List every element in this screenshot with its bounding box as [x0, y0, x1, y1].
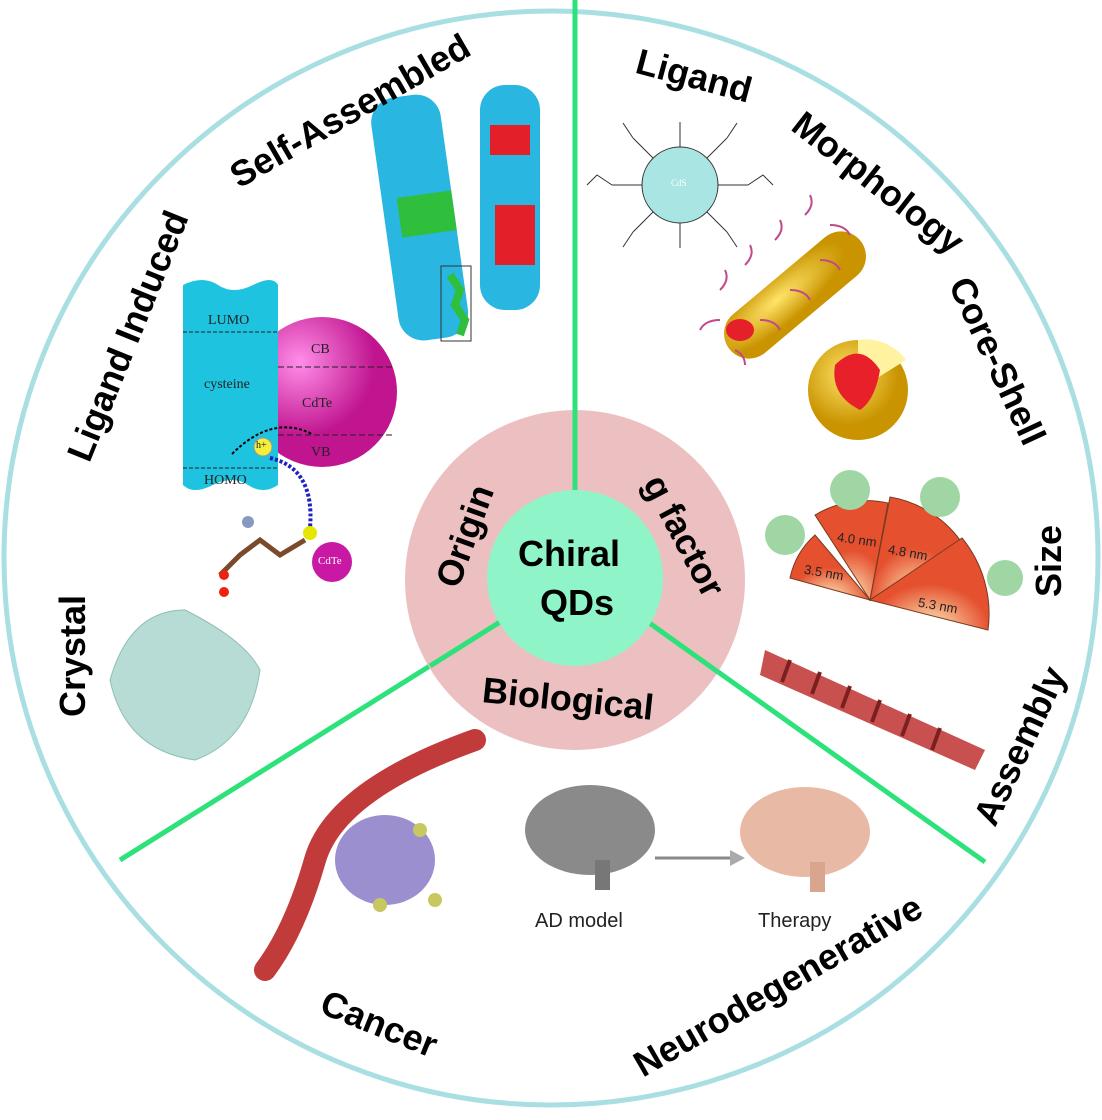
- hole-label: h+: [256, 440, 267, 451]
- helix-assembly-illustration: [760, 650, 985, 770]
- center-circle: [487, 490, 663, 666]
- ad-model-label: AD model: [535, 910, 623, 932]
- size-fan-illustration: [765, 470, 1023, 631]
- band-cdte: CdTe: [302, 396, 333, 411]
- brain-illustrations: [525, 785, 870, 892]
- label-size: Size: [1028, 524, 1070, 598]
- center-title-line1: Chiral: [518, 533, 621, 574]
- band-diagram-illustration: [183, 280, 397, 597]
- nanorod-illustration: [699, 194, 866, 366]
- core-shell-illustration: [808, 339, 908, 440]
- band-cysteine: cysteine: [204, 377, 250, 392]
- tumor-vessel-illustration: [254, 729, 486, 981]
- band-lumo: LUMO: [208, 313, 250, 328]
- label-crystal: Crystal: [52, 594, 94, 718]
- therapy-label: Therapy: [758, 910, 832, 932]
- band-homo: HOMO: [204, 473, 247, 488]
- crystal-illustration: [109, 609, 261, 761]
- core-label: CdS: [671, 178, 687, 188]
- band-cb: CB: [311, 342, 330, 357]
- ligand-molecule-illustration: [586, 122, 774, 248]
- center-title-line2: QDs: [540, 582, 615, 623]
- self-assembled-rods-illustration: [371, 85, 540, 342]
- band-vb: VB: [311, 445, 331, 460]
- cdte-particle-label: CdTe: [318, 555, 342, 567]
